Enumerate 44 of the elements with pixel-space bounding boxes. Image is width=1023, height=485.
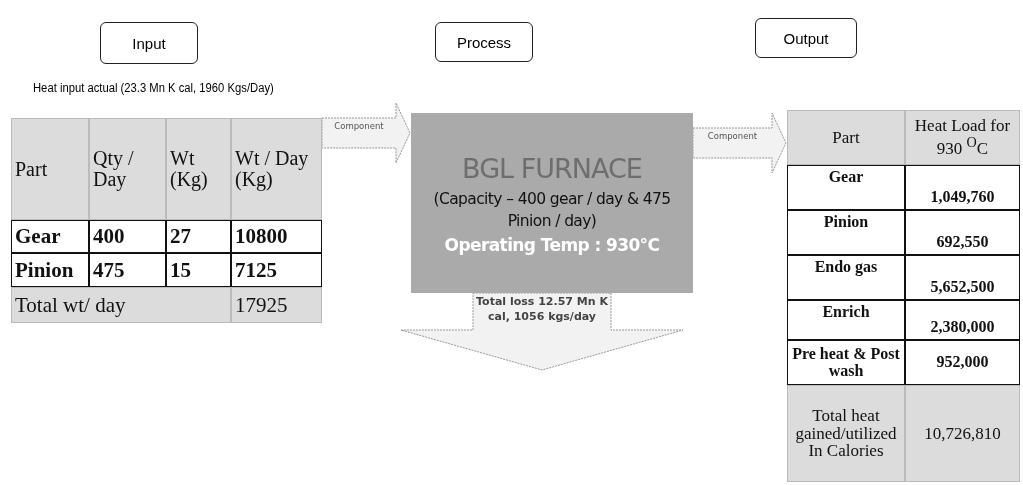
table-cell: 692,550 xyxy=(905,210,1020,255)
table-cell: Heat Load for 930 $^{O}$C xyxy=(905,110,1020,165)
table-cell: 400 xyxy=(89,220,166,253)
capacity-text: (Capacity – 400 gear / day & 475 Pinion / day) xyxy=(432,188,672,233)
table-cell: 1,049,760 xyxy=(905,165,1020,210)
table-cell: 15 xyxy=(166,253,231,287)
stage-box: Output xyxy=(755,18,857,58)
stage-box: Input xyxy=(100,22,198,64)
table-cell: 27 xyxy=(166,220,231,253)
table-cell: Part xyxy=(11,118,89,220)
edge-label: Total loss 12.57 Mn K cal, 1056 kgs/day xyxy=(475,294,609,325)
table-cell: Pre heat & Post wash xyxy=(787,340,905,385)
table-cell: Gear xyxy=(787,165,905,210)
block-arrow xyxy=(321,102,411,164)
edge-label: Component xyxy=(706,132,759,141)
table-cell: 475 xyxy=(89,253,166,287)
block-arrow xyxy=(692,112,787,174)
table-cell: Total wt/ day xyxy=(11,287,231,323)
table-cell: Wt / Day (Kg) xyxy=(231,118,322,220)
table-cell: 2,380,000 xyxy=(905,300,1020,340)
block-arrow xyxy=(400,292,684,371)
furnace-box xyxy=(411,113,693,293)
table-cell: 5,652,500 xyxy=(905,255,1020,300)
heading-text: Heat input actual (23.3 Mn K cal, 1960 Kgs/Day) xyxy=(33,81,274,95)
table-cell: 7125 xyxy=(231,253,322,287)
table-cell: Pinion xyxy=(787,210,905,255)
edge-label: Component xyxy=(333,122,385,131)
table-cell: 17925 xyxy=(231,287,322,323)
table-cell: Part xyxy=(787,110,905,165)
table-cell: Gear xyxy=(11,220,89,253)
table-cell: 10800 xyxy=(231,220,322,253)
table-cell: 952,000 xyxy=(905,340,1020,385)
table-cell: Endo gas xyxy=(787,255,905,300)
table-cell: Wt (Kg) xyxy=(166,118,231,220)
stage-box: Process xyxy=(435,22,533,62)
table-cell: 10,726,810 xyxy=(905,385,1020,482)
furnace-title: BGL FURNACE xyxy=(461,151,643,186)
table-cell: Pinion xyxy=(11,253,89,287)
table-cell: Enrich xyxy=(787,300,905,340)
temperature-text: Operating Temp : 930°C xyxy=(443,233,661,257)
data-table xyxy=(787,110,1020,482)
table-cell: Qty / Day xyxy=(89,118,166,220)
table-cell: Total heat gained/utilized In Calories xyxy=(787,385,905,482)
data-table xyxy=(11,118,322,323)
